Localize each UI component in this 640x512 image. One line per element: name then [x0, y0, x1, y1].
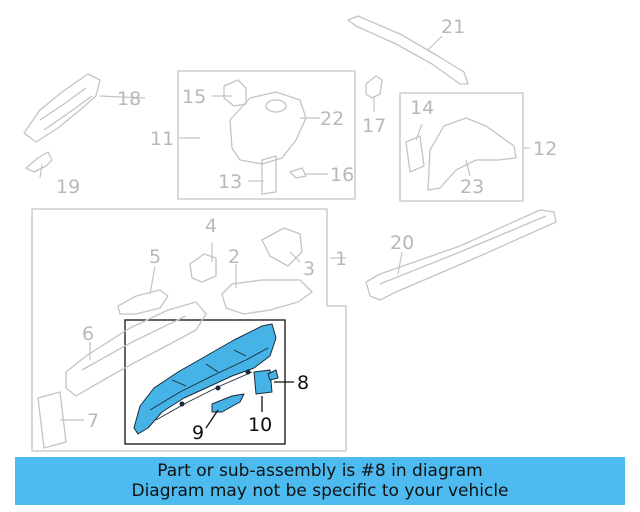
callout-16: 16 — [330, 164, 354, 186]
part-3-outline — [261, 227, 303, 267]
callout-4: 4 — [205, 215, 217, 237]
callout-21: 21 — [441, 16, 465, 38]
part-20-outline — [365, 209, 557, 301]
banner-line-1: Part or sub-assembly is #8 in diagram — [157, 461, 483, 481]
callout-18: 18 — [117, 88, 141, 110]
parts-diagram: 18 11 15 22 13 16 17 21 12 14 23 19 20 4… — [23, 15, 557, 452]
info-banner: Part or sub-assembly is #8 in diagram Di… — [15, 457, 625, 505]
part-6-outline — [65, 301, 207, 397]
part-22-outline — [229, 91, 307, 165]
part-7-outline — [37, 391, 67, 449]
callout-23: 23 — [460, 176, 484, 198]
callout-1: 1 — [335, 248, 347, 270]
part-19-outline — [25, 151, 53, 173]
callout-11: 11 — [150, 128, 174, 150]
callout-5: 5 — [149, 246, 161, 268]
part-16-outline — [289, 167, 307, 179]
callout-2: 2 — [228, 246, 240, 268]
callout-22: 22 — [320, 108, 344, 130]
part-2-outline — [221, 279, 313, 315]
callout-20: 20 — [390, 232, 414, 254]
part-10-tab — [267, 369, 279, 381]
callout-12: 12 — [533, 138, 557, 160]
callout-14: 14 — [410, 97, 434, 119]
callout-9: 9 — [192, 422, 204, 444]
part-5-outline — [117, 289, 169, 315]
callout-8: 8 — [297, 372, 309, 394]
callout-13: 13 — [218, 171, 242, 193]
part-17-outline — [365, 75, 383, 99]
callout-10: 10 — [248, 414, 272, 436]
group-box-11 — [177, 70, 356, 200]
part-21-outline — [347, 15, 469, 85]
callout-19: 19 — [56, 176, 80, 198]
callout-6: 6 — [82, 323, 94, 345]
part-10-plate — [253, 369, 273, 395]
banner-line-2: Diagram may not be specific to your vehi… — [131, 481, 509, 501]
part-9-bracket — [211, 393, 245, 413]
callout-3: 3 — [303, 258, 315, 280]
part-14-outline — [405, 135, 425, 173]
part-8-highlighted — [133, 323, 277, 435]
part-18-outline — [23, 73, 101, 143]
callout-7: 7 — [87, 410, 99, 432]
part-13-outline — [261, 155, 277, 195]
group-box-1 — [31, 208, 347, 452]
group-box-12 — [399, 92, 524, 202]
callout-17: 17 — [362, 115, 386, 137]
part-4-outline — [189, 253, 217, 283]
part-15-outline — [223, 79, 247, 107]
callout-15: 15 — [182, 86, 206, 108]
part-22-hole — [265, 99, 287, 113]
part-23-outline — [427, 117, 517, 191]
